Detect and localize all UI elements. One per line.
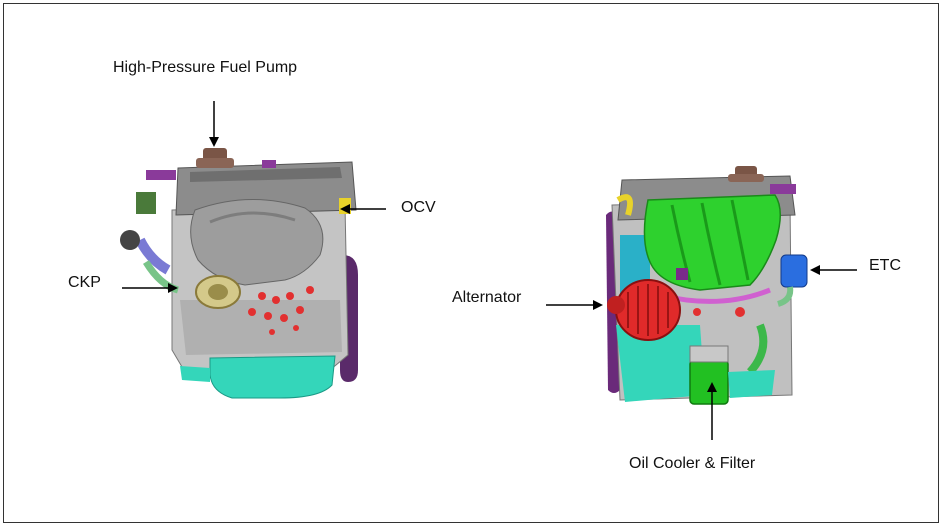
etc-label: ETC: [869, 257, 901, 274]
fuel-pump-label: High-Pressure Fuel Pump: [113, 59, 298, 76]
left-engine-illustration: [120, 148, 358, 399]
ckp-label: CKP: [68, 274, 101, 291]
oil-cooler-label: Oil Cooler & Filter: [629, 455, 756, 472]
right-engine-illustration: [606, 166, 808, 405]
alternator-label: Alternator: [452, 289, 522, 306]
ocv-label: OCV: [401, 199, 436, 216]
